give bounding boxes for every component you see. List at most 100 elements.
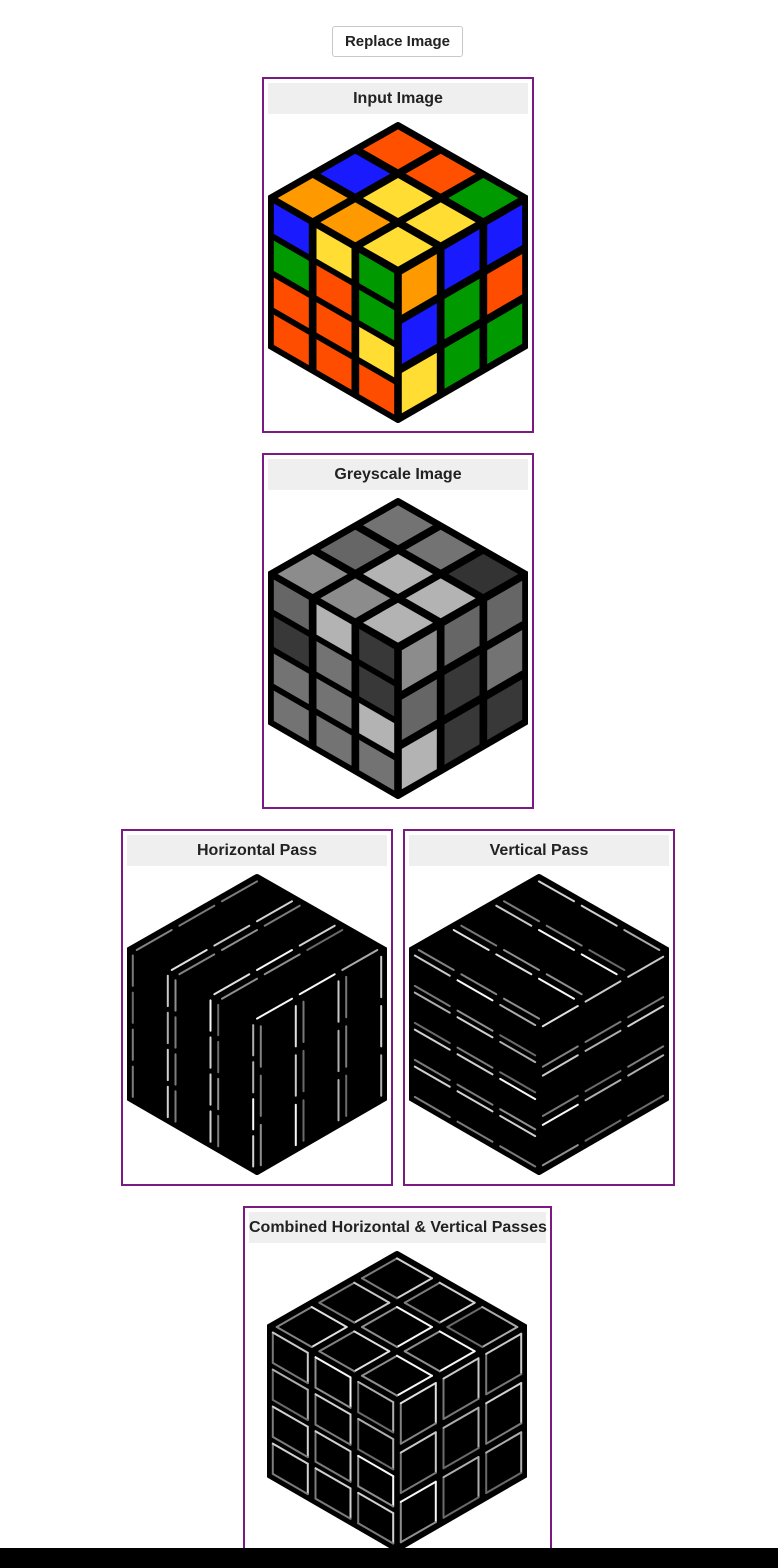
edge-line bbox=[314, 1386, 352, 1409]
cube-right-sticker bbox=[444, 278, 480, 340]
edge-line bbox=[353, 1350, 391, 1373]
cube-right-sticker bbox=[444, 704, 480, 765]
cube-right-sticker bbox=[444, 328, 480, 389]
edge-line bbox=[485, 1382, 523, 1405]
edge-line bbox=[442, 1406, 480, 1429]
edge-line bbox=[314, 1460, 352, 1483]
combined-passes-title: Combined Horizontal & Vertical Passes bbox=[249, 1212, 547, 1243]
cube-right-sticker bbox=[487, 254, 523, 315]
edge-line bbox=[271, 1405, 309, 1428]
edge-line bbox=[495, 904, 533, 927]
edge-line bbox=[275, 1306, 313, 1328]
cube-left-sticker bbox=[273, 203, 309, 255]
edge-line bbox=[438, 1301, 476, 1324]
edge-line bbox=[178, 953, 216, 976]
edge-line bbox=[588, 949, 626, 971]
edge-line bbox=[271, 1472, 309, 1496]
cube-left-sticker bbox=[273, 653, 309, 705]
cube-right-sticker bbox=[487, 204, 523, 266]
cube-top-sticker bbox=[320, 578, 391, 619]
cube-left-sticker bbox=[359, 326, 395, 378]
cube-top-sticker bbox=[363, 129, 433, 170]
edge-line bbox=[485, 1373, 523, 1396]
edge-line bbox=[623, 929, 661, 951]
edge-line bbox=[627, 955, 665, 978]
edge-line bbox=[271, 1442, 309, 1465]
cube-top-sticker bbox=[277, 554, 348, 594]
edge-line bbox=[361, 1326, 398, 1348]
cube-left-sticker bbox=[273, 579, 309, 631]
cube-right-sticker bbox=[487, 630, 523, 691]
edge-line bbox=[499, 1003, 537, 1027]
edge-line bbox=[263, 953, 301, 976]
edge-line bbox=[170, 949, 208, 971]
replace-image-button[interactable]: Replace Image bbox=[332, 26, 463, 57]
edge-line bbox=[353, 1301, 391, 1324]
horizontal-pass-title: Horizontal Pass bbox=[127, 835, 387, 866]
edge-line bbox=[271, 1331, 309, 1354]
edge-line bbox=[310, 1306, 348, 1328]
cube-top-sticker bbox=[363, 505, 433, 546]
edge-line bbox=[221, 929, 258, 951]
edge-line bbox=[499, 1071, 537, 1094]
horizontal-pass-panel: Horizontal Pass bbox=[121, 829, 393, 1186]
edge-line bbox=[485, 1471, 523, 1494]
edge-line bbox=[357, 1485, 395, 1508]
edge-line bbox=[413, 1058, 451, 1082]
edge-line bbox=[314, 1423, 352, 1446]
cube-right-sticker bbox=[401, 679, 437, 740]
edge-line bbox=[538, 929, 575, 951]
cube-top-sticker bbox=[363, 178, 433, 218]
edge-line bbox=[499, 1145, 537, 1168]
edge-line bbox=[318, 1281, 356, 1304]
input-cube-image bbox=[268, 122, 528, 423]
edge-line bbox=[538, 977, 575, 1000]
cube-top-sticker bbox=[320, 529, 391, 570]
edge-line bbox=[314, 1430, 352, 1453]
cube-top-sticker bbox=[448, 178, 519, 218]
edge-line bbox=[357, 1454, 395, 1478]
edge-line bbox=[357, 1448, 395, 1471]
edge-line bbox=[413, 1095, 451, 1119]
edge-line bbox=[446, 1326, 484, 1348]
edge-line bbox=[256, 900, 293, 923]
edge-line bbox=[481, 1326, 519, 1348]
cube-left-sticker bbox=[359, 363, 395, 415]
greyscale-cube-image bbox=[268, 498, 528, 799]
edge-line bbox=[413, 1028, 451, 1051]
edge-line bbox=[396, 1374, 433, 1397]
edge-line bbox=[541, 1054, 579, 1077]
edge-line bbox=[399, 1382, 437, 1405]
cube-left-sticker bbox=[316, 265, 352, 316]
cube-top-sticker bbox=[363, 602, 433, 643]
edge-line bbox=[361, 1374, 398, 1397]
edge-line bbox=[357, 1522, 395, 1545]
edge-line bbox=[178, 904, 216, 927]
edge-line bbox=[396, 1277, 433, 1300]
edge-line bbox=[499, 1077, 537, 1101]
vertical-pass-image bbox=[409, 874, 669, 1175]
edge-line bbox=[403, 1301, 441, 1324]
edge-line bbox=[271, 1368, 309, 1391]
edge-line bbox=[545, 924, 583, 947]
edge-line bbox=[503, 900, 540, 923]
greyscale-image-panel: Greyscale Image bbox=[262, 453, 534, 809]
cube-left-sticker bbox=[359, 702, 395, 754]
cube-left-sticker bbox=[316, 604, 352, 655]
edge-line bbox=[456, 1009, 494, 1032]
cube-left-sticker bbox=[273, 240, 309, 292]
edge-line bbox=[503, 997, 540, 1020]
edge-line bbox=[361, 1257, 398, 1280]
edge-line bbox=[318, 1301, 356, 1324]
cube-top-sticker bbox=[405, 529, 476, 570]
vertical-pass-title: Vertical Pass bbox=[409, 835, 669, 866]
input-image-panel: Input Image bbox=[262, 77, 534, 433]
edge-line bbox=[271, 1398, 309, 1422]
cube-left-sticker bbox=[359, 252, 395, 304]
edge-line bbox=[399, 1471, 437, 1494]
edge-line bbox=[503, 949, 540, 971]
edge-line bbox=[485, 1422, 523, 1445]
edge-line bbox=[456, 1090, 494, 1113]
edge-line bbox=[213, 973, 251, 996]
edge-line bbox=[456, 1053, 494, 1076]
